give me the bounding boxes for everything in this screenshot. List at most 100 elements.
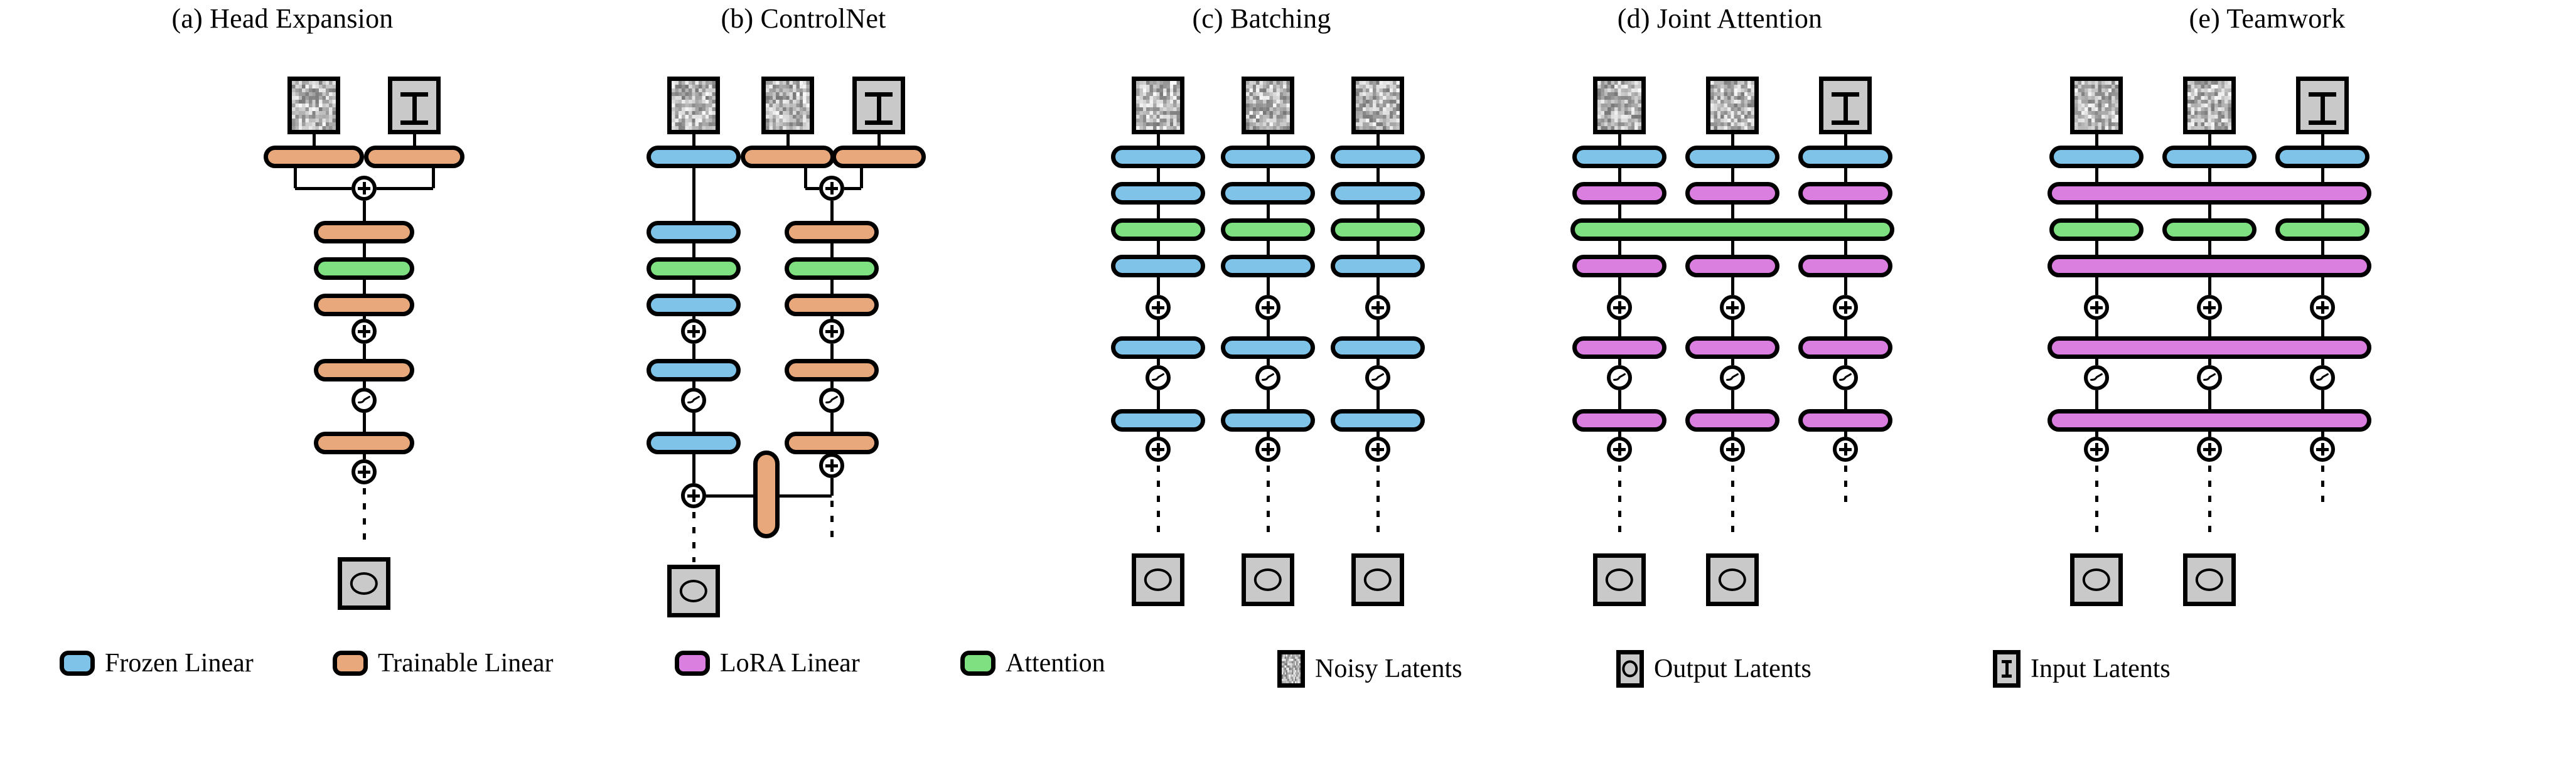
lora-linear-block [1685,182,1779,205]
activation-curve-icon [819,388,844,413]
legend-swatch-trainable [333,651,368,676]
activation-curve-icon [1255,365,1280,390]
wire-vertical [1843,320,1847,336]
plus-circle-icon [1255,437,1280,462]
lora-linear-block-wide [2047,182,2371,205]
wire-vertical [1843,241,1847,255]
frozen-linear-block [1111,182,1205,205]
frozen-linear-block [2275,146,2369,168]
output-latents-icon [667,565,720,617]
plus-horizontal-stroke [1613,306,1626,309]
trainable-linear-block [785,294,879,316]
wire-vertical [2321,241,2324,255]
trainable-linear-block [314,432,414,454]
noisy-latents-icon [2183,77,2236,134]
panel-teamwork: (e) Teamwork [1958,0,2576,634]
wire-vertical [1618,390,1621,409]
input-latents-icon [852,77,905,134]
wire-vertical [2208,277,2211,295]
dotted-connector [2095,466,2098,533]
plus-circle-icon [2084,295,2109,320]
wire-vertical [2095,277,2098,295]
wire-horizontal [780,494,832,498]
plus-circle-icon [352,176,377,201]
frozen-linear-block [1331,336,1425,359]
plus-horizontal-stroke [1613,447,1626,451]
wire-vertical [1156,277,1160,295]
lora-linear-block [1572,255,1666,277]
panel-title-b: (b) ControlNet [721,3,886,34]
frozen-linear-block [647,146,741,168]
wire-vertical [1618,205,1621,218]
dotted-connector [1843,466,1847,504]
frozen-linear-block [1111,409,1205,432]
activation-curve-path [1839,373,1852,381]
wire-vertical [2208,432,2211,437]
output-latents-icon [1242,553,1294,606]
legend-item-frozen: Frozen Linear [60,650,254,676]
output-latent-ring [1144,568,1173,591]
input-latents-icon [388,77,441,134]
input-latents-icon [1819,77,1872,134]
activation-curve-path [1152,373,1164,381]
activation-curve-icon [1607,365,1632,390]
wire-vertical [692,381,695,388]
zero-conv-bridge-block [753,451,780,538]
wire-vertical [1266,277,1270,295]
wire-vertical [803,168,807,188]
wire-vertical [1376,277,1380,295]
plus-horizontal-stroke [1726,447,1739,451]
attention-block [1111,218,1205,241]
plus-horizontal-stroke [2203,306,2216,309]
plus-horizontal-stroke [1371,447,1384,451]
wire-vertical [1618,241,1621,255]
wire-vertical [2321,432,2324,437]
output-latents-icon [1593,553,1646,606]
legend-label-noisy: Noisy Latents [1315,654,1462,683]
wire-vertical [1618,277,1621,295]
wire-vertical [1731,359,1734,365]
legend-label-frozen: Frozen Linear [105,649,254,678]
trainable-linear-block [364,146,464,168]
wire-vertical [1618,359,1621,365]
wire-vertical [1156,241,1160,255]
wire-horizontal [377,186,433,190]
wire-vertical [1731,277,1734,295]
plus-horizontal-stroke [1262,306,1274,309]
ibeam-stem [2005,660,2009,678]
lora-linear-block-wide [2047,255,2371,277]
wire-vertical [1156,390,1160,409]
wire-vertical [1618,168,1621,182]
trainable-linear-block [741,146,835,168]
wire-vertical [1731,241,1734,255]
plus-circle-icon [681,319,706,344]
wire-vertical [2321,205,2324,218]
noisy-latents-icon [1132,77,1184,134]
plus-horizontal-stroke [1262,447,1274,451]
frozen-linear-block [1685,146,1779,168]
wire-vertical [2095,241,2098,255]
panel-title-e: (e) Teamwork [2189,3,2346,34]
ibeam-stem [876,92,881,125]
output-latents-icon [338,557,390,610]
wire-vertical [1266,432,1270,437]
wire-vertical [362,280,366,294]
plus-circle-icon [2197,295,2222,320]
frozen-linear-block [647,221,741,243]
wire-vertical [1376,432,1380,437]
lora-linear-block [1572,409,1666,432]
wire-vertical [1266,390,1270,409]
wire-vertical [2321,168,2324,182]
trainable-linear-block [832,146,926,168]
wire-vertical [1376,134,1380,146]
wire-vertical [1156,320,1160,336]
wire-vertical [692,134,695,146]
wire-vertical [362,454,366,459]
noisy-latents-icon [2070,77,2123,134]
plus-horizontal-stroke [825,186,838,190]
wire-vertical [2095,134,2098,146]
ibeam-stem [412,92,417,125]
attention-block [2049,218,2144,241]
wire-vertical [1731,168,1734,182]
